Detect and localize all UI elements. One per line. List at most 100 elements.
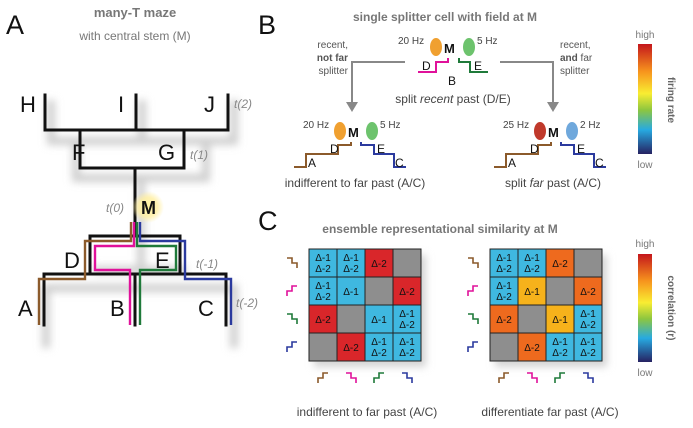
left-matrix-cell-label: Δ-2: [371, 348, 387, 359]
matrix-left-caption: indifferent to far past (A/C): [297, 405, 438, 419]
left-matrix-cell-label: Δ-2: [371, 259, 387, 270]
panel-a-title: many-T maze: [94, 5, 176, 20]
time-label-t2: t(2): [234, 97, 252, 111]
left-note-1: recent,: [317, 40, 348, 51]
right-row-trajectory-icon: [468, 313, 479, 324]
time-label-t0: t(0): [106, 201, 124, 215]
maze-label-j: J: [204, 92, 215, 117]
right-right-field: [566, 122, 578, 140]
right-matrix-cell: [573, 304, 603, 334]
top-b: B: [448, 74, 456, 88]
left-matrix-cell: [308, 304, 338, 334]
left-a: A: [308, 156, 316, 170]
right-matrix-cell-label: Δ-1: [496, 281, 512, 292]
panel-b-letter: B: [258, 10, 276, 40]
right-matrix-cell: [573, 248, 603, 278]
right-matrix-cell-label: Δ-2: [580, 348, 596, 359]
maze-label-e: E: [155, 248, 170, 273]
right-c: C: [595, 156, 604, 170]
top-m: M: [444, 41, 455, 56]
maze-label-c: C: [198, 296, 214, 321]
right-col-trajectory-icon: [583, 372, 594, 383]
right-matrix-cell-label: Δ-2: [524, 343, 540, 354]
splitter-right: 25 Hz 2 Hz M D E A C split far past (A/C…: [494, 120, 606, 190]
left-matrix-cell: [336, 276, 366, 306]
colorbar-c: [638, 254, 652, 362]
right-col-trajectory-icon: [554, 372, 565, 383]
left-matrix-cell-label: Δ-2: [343, 343, 359, 354]
time-label-tm1: t(-1): [196, 257, 218, 271]
left-note-3: splitter: [319, 66, 349, 77]
colorbar-c-low: low: [637, 368, 653, 379]
right-matrix-cell-label: Δ-1: [580, 337, 596, 348]
arrow-right-head: [547, 102, 559, 112]
right-matrix-cell-label: Δ-2: [496, 292, 512, 303]
time-label-tm2: t(-2): [236, 296, 258, 310]
splitter-top: 20 Hz 5 Hz M D E B split recent past (D/…: [395, 36, 510, 106]
right-matrix-cell-label: Δ-2: [496, 264, 512, 275]
right-matrix-cell-label: Δ-1: [580, 309, 596, 320]
right-col-trajectory-icon: [498, 372, 509, 383]
right-matrix-cell-label: Δ-2: [496, 315, 512, 326]
right-matrix-cell-label: Δ-1: [524, 287, 540, 298]
left-matrix-cell: [392, 248, 422, 278]
left-matrix-cell-label: Δ-2: [315, 292, 331, 303]
trajectory-green: [135, 222, 178, 325]
right-matrix-cell-label: Δ-2: [524, 264, 540, 275]
right-m: M: [548, 125, 559, 140]
colorbar-c-label: correlation (r): [665, 275, 676, 340]
trajectory-brown: [37, 222, 133, 325]
trajectory-magenta: [93, 222, 136, 325]
left-row-trajectory-icon: [286, 341, 297, 352]
right-note-3: splitter: [560, 66, 590, 77]
top-e: E: [474, 59, 482, 73]
left-matrix-cell: [392, 332, 422, 362]
left-c: C: [395, 156, 404, 170]
arrow-left: [351, 61, 405, 104]
right-left-field: [534, 122, 546, 140]
colorbar-b-high: high: [636, 30, 655, 41]
time-label-t1: t(1): [190, 148, 208, 162]
left-matrix-cell: [364, 248, 394, 278]
left-blue-path: [360, 142, 406, 168]
left-caption: indifferent to far past (A/C): [285, 176, 426, 190]
right-matrix-cell: [517, 276, 547, 306]
right-matrix-cell: [489, 248, 519, 278]
panel-c-letter: C: [258, 206, 278, 236]
trajectory-blue: [138, 222, 233, 325]
left-d: D: [330, 142, 339, 156]
maze-label-m: M: [141, 198, 156, 218]
colorbar-b: [638, 44, 652, 154]
right-matrix-cell: [545, 304, 575, 334]
right-matrix-cell: [489, 332, 519, 362]
left-row-trajectory-icon: [287, 313, 298, 324]
right-row-trajectory-icon: [467, 285, 478, 296]
right-row-trajectory-icon: [468, 257, 479, 268]
left-matrix-cell-label: Δ-1: [315, 253, 331, 264]
left-note-2: not far: [317, 53, 348, 64]
left-matrix-cell-label: Δ-2: [315, 315, 331, 326]
left-matrix-cell-label: Δ-1: [343, 253, 359, 264]
top-green-path: [458, 58, 488, 73]
left-left-field: [334, 122, 346, 140]
right-matrix-cell-label: Δ-2: [552, 259, 568, 270]
left-matrix-cell-label: Δ-2: [399, 287, 415, 298]
arrow-left-head: [346, 102, 358, 112]
right-matrix-cell: [517, 304, 547, 334]
left-matrix-cell-label: Δ-2: [343, 264, 359, 275]
right-matrix-cell: [545, 276, 575, 306]
stem-m-glow: [132, 191, 164, 223]
right-row-trajectory-icon: [467, 341, 478, 352]
right-col-trajectory-icon: [527, 372, 538, 383]
top-left-field: [430, 38, 442, 56]
left-matrix-cell: [308, 248, 338, 278]
top-d: D: [422, 59, 431, 73]
right-note-2: and far: [560, 53, 593, 64]
colorbar-b-label: firing rate: [665, 77, 676, 124]
right-matrix-cell-label: Δ-2: [580, 320, 596, 331]
left-matrix-cell-label: Δ-1: [399, 309, 415, 320]
left-matrix-cell: [392, 304, 422, 334]
maze-label-h: H: [20, 92, 36, 117]
left-matrix-cell-label: Δ-1: [399, 337, 415, 348]
top-right-hz: 5 Hz: [477, 36, 498, 47]
